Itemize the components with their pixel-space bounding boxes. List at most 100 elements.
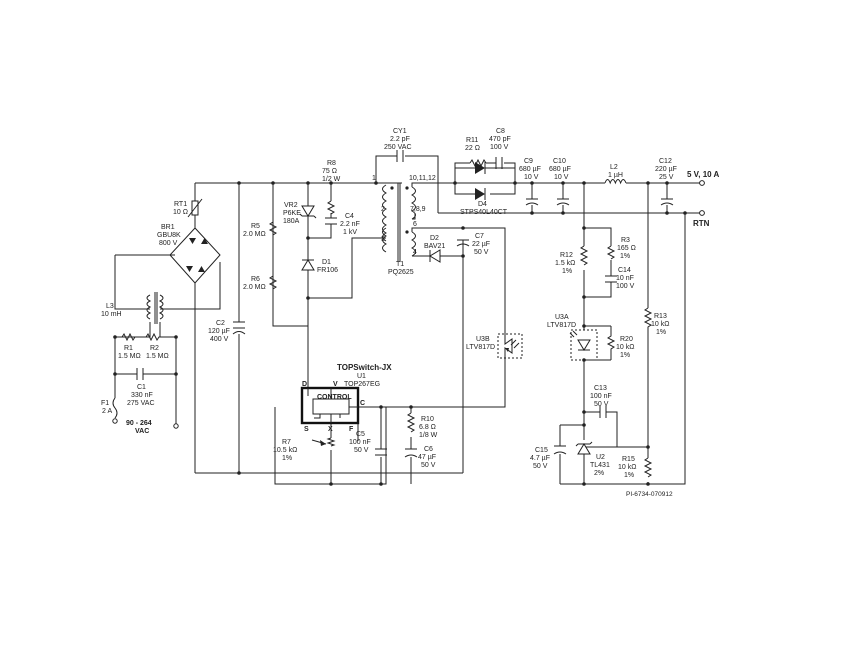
c6-label: C6 (424, 446, 433, 453)
r10-value1: 6.8 Ω (419, 424, 436, 431)
resistor-symbols (115, 158, 653, 478)
d1-value: FR106 (317, 267, 338, 274)
r15-label: R15 (622, 456, 635, 463)
r12-value2: 1% (562, 268, 572, 275)
r7-label: R7 (282, 439, 291, 446)
r3-label: R3 (621, 237, 630, 244)
c1-label: C1 (137, 384, 146, 391)
c15-value2: 50 V (533, 463, 548, 470)
r3-value1: 165 Ω (617, 245, 636, 252)
vr2-value1: P6KE (283, 210, 301, 217)
ic-block-label: CONTROL (317, 394, 352, 401)
d2-label: D2 (430, 235, 439, 242)
c6-value1: 47 µF (418, 454, 436, 461)
l2-inductor-symbol (604, 179, 627, 185)
r15-value1: 10 kΩ (618, 464, 636, 471)
ic-pin-d: D (302, 381, 307, 388)
c2-value1: 120 µF (208, 328, 230, 335)
u2-label: U2 (596, 454, 605, 461)
r11-value: 22 Ω (465, 145, 480, 152)
input-voltage: 90 - 264 (126, 420, 152, 427)
c9-value1: 680 µF (519, 166, 541, 173)
r7-value1: 10.5 kΩ (273, 447, 297, 454)
br1-value1: GBU8K (157, 232, 181, 239)
f1-label: F1 (101, 400, 109, 407)
c9-label: C9 (524, 158, 533, 165)
c8-label: C8 (496, 128, 505, 135)
labels: RT1 10 Ω BR1 GBU8K 800 V L3 10 mH R1 1.5… (101, 128, 720, 498)
u2-value1: TL431 (590, 462, 610, 469)
t1-label: T1 (396, 261, 404, 268)
c10-label: C10 (553, 158, 566, 165)
c14-label: C14 (618, 267, 631, 274)
c4-value1: 2.2 nF (340, 221, 360, 228)
cy1-value2: 250 VAC (384, 144, 412, 151)
c4-label: C4 (345, 213, 354, 220)
vr2-value2: 180A (283, 218, 300, 225)
r7-value2: 1% (282, 455, 292, 462)
r6-label: R6 (251, 276, 260, 283)
c9-value2: 10 V (524, 174, 539, 181)
c6-value2: 50 V (421, 462, 436, 469)
u3b-value: LTV817D (466, 344, 495, 351)
c13-value2: 50 V (594, 401, 609, 408)
output-terminals (699, 180, 705, 216)
rt1-thermistor-symbol (187, 198, 203, 228)
c12-label: C12 (659, 158, 672, 165)
optocoupler-symbols (497, 329, 598, 361)
r12-label: R12 (560, 252, 573, 259)
c2-label: C2 (216, 320, 225, 327)
l2-label: L2 (610, 164, 618, 171)
cy1-label: CY1 (393, 128, 407, 135)
r2-label: R2 (150, 345, 159, 352)
t1-pin789: 7,8,9 (410, 206, 426, 213)
wires (114, 155, 700, 485)
r20-value2: 1% (620, 352, 630, 359)
l3-label: L3 (106, 303, 114, 310)
r11-label: R11 (466, 137, 478, 144)
r20-value1: 10 kΩ (616, 344, 634, 351)
vr2-label: VR2 (284, 202, 298, 209)
t1-pin6: 6 (413, 221, 417, 228)
r13-value2: 1% (656, 329, 666, 336)
u3a-value: LTV817D (547, 322, 576, 329)
ic-pin-x: X (328, 426, 333, 433)
ic-pin-c: C (360, 400, 365, 407)
c8-value1: 470 pF (489, 136, 511, 143)
r8-value1: 75 Ω (322, 168, 337, 175)
r1-value: 1.5 MΩ (118, 353, 141, 360)
t1-pin4: 4 (413, 249, 417, 256)
c1-value2: 275 VAC (127, 400, 155, 407)
c7-label: C7 (475, 233, 484, 240)
capacitor-symbols (136, 150, 674, 458)
rt1-value: 10 Ω (173, 209, 188, 216)
fuse-and-input-terminals (112, 397, 179, 429)
transformer-symbol (382, 182, 438, 262)
l3-common-mode-choke-symbol (146, 292, 164, 324)
c7-value2: 50 V (474, 249, 489, 256)
r5-label: R5 (251, 223, 260, 230)
ic-ref: U1 (357, 373, 366, 380)
d1-label: D1 (322, 259, 331, 266)
ic-pin-s: S (304, 426, 309, 433)
r2-value: 1.5 MΩ (146, 353, 169, 360)
t1-pin1: 1 (372, 175, 376, 182)
t1-pin1012: 10,11,12 (409, 175, 436, 182)
r10-label: R10 (421, 416, 434, 423)
r20-label: R20 (620, 336, 633, 343)
c4-value2: 1 kV (343, 229, 357, 236)
ic-part: TOP267EG (344, 381, 380, 388)
rt1-label: RT1 (174, 201, 187, 208)
c10-value1: 680 µF (549, 166, 571, 173)
c5-label: C5 (356, 431, 365, 438)
l2-value: 1 µH (608, 172, 623, 179)
r5-value: 2.0 MΩ (243, 231, 266, 238)
c15-value1: 4.7 µF (530, 455, 550, 462)
ic-pin-f: F (349, 426, 354, 433)
l3-value: 10 mH (101, 311, 122, 318)
r10-value2: 1/8 W (419, 432, 438, 439)
diode-symbols (299, 162, 593, 455)
r13-value1: 10 kΩ (651, 321, 669, 328)
d4-value: STPS40L40CT (460, 209, 508, 216)
